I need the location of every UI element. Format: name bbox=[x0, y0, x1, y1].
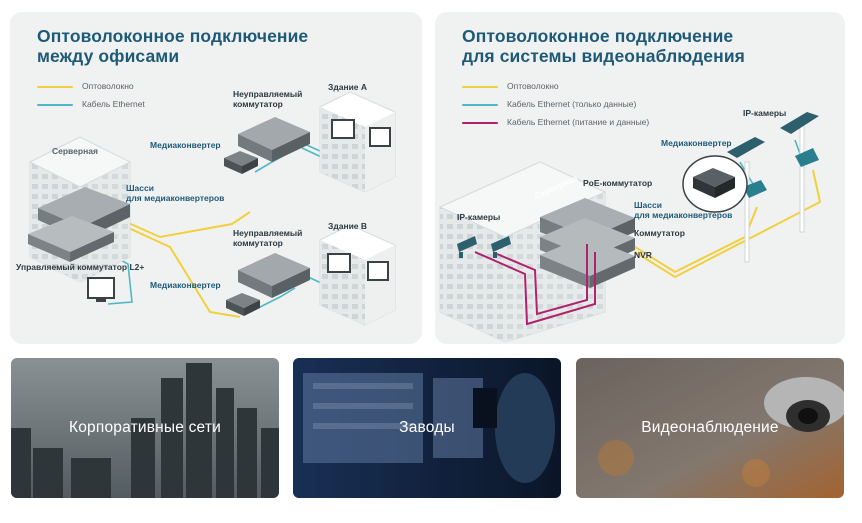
office-title-line1: Оптоволоконное подключение bbox=[37, 26, 309, 46]
fiber-cable-a bbox=[114, 211, 251, 239]
legend-line-fiber bbox=[462, 86, 498, 88]
legend-line-poe bbox=[462, 122, 498, 124]
ip-camera-left-2 bbox=[491, 236, 511, 258]
poe-cable-1 bbox=[474, 251, 596, 326]
managed-switch-device bbox=[28, 216, 114, 262]
legend-line-fiber bbox=[37, 86, 73, 88]
legend-label: Кабель Ethernet (только данные) bbox=[507, 99, 637, 109]
label-line: для медиаконвертеров bbox=[126, 193, 225, 203]
server-room-label: Серверная bbox=[52, 146, 98, 156]
card-video-surveillance[interactable]: Видеонаблюдение bbox=[576, 358, 844, 498]
media-converter-a bbox=[224, 151, 258, 174]
poe-switch-label: PoE-коммутатор bbox=[583, 178, 653, 188]
legend-line-ethernet bbox=[37, 104, 73, 106]
label-line: коммутатор bbox=[233, 238, 283, 248]
ip-camera-left-1 bbox=[457, 236, 477, 258]
fiber-cable-b bbox=[119, 223, 241, 318]
card-corporate-networks[interactable]: Корпоративные сети bbox=[11, 358, 279, 498]
poe-cable-2 bbox=[496, 244, 588, 316]
unmanaged-switch-a bbox=[238, 117, 310, 162]
device-stack bbox=[540, 198, 635, 288]
ip-cameras-right-label: IP-камеры bbox=[743, 108, 787, 118]
office-panel-title: Оптоволоконное подключение между офисами bbox=[37, 26, 308, 66]
label-line: для медиаконвертеров bbox=[634, 210, 733, 220]
legend-label: Оптоволокно bbox=[82, 81, 134, 91]
ethernet-cable-b1 bbox=[257, 287, 296, 309]
building-b-label: Здание B bbox=[328, 221, 368, 231]
label-line: коммутатор bbox=[233, 99, 283, 109]
city-skyline-image bbox=[11, 358, 279, 498]
card-label: Видеонаблюдение bbox=[641, 419, 779, 436]
fiber-cable-pole1 bbox=[634, 206, 758, 274]
cctv-network-diagram bbox=[438, 112, 822, 343]
unmanaged-switch-a-label: Неуправляемый коммутатор bbox=[233, 89, 302, 109]
legend-line-ethernet bbox=[462, 104, 498, 106]
unmanaged-switch-b-label: Неуправляемый коммутатор bbox=[233, 228, 302, 248]
chassis-label: Шасси для медиаконвертеров bbox=[634, 200, 732, 220]
media-converter-label: Медиаконвертер bbox=[661, 138, 732, 148]
building-a bbox=[319, 91, 396, 193]
label-line: Шасси bbox=[126, 183, 154, 193]
poe-cables bbox=[474, 244, 596, 326]
building-a-label: Здание A bbox=[328, 82, 368, 92]
label-line: Неуправляемый bbox=[233, 228, 303, 238]
managed-switch-label: Управляемый коммутатор L2+ bbox=[16, 262, 145, 272]
cctv-title-line2: для системы видеонаблюдения bbox=[462, 46, 745, 66]
office-title-line2: между офисами bbox=[37, 46, 180, 66]
legend-label: Кабель Ethernet (питание и данные) bbox=[507, 117, 650, 127]
monitor-device-managed bbox=[87, 277, 115, 302]
card-factories[interactable]: Заводы bbox=[293, 358, 561, 498]
media-converter-b-label: Медиаконвертер bbox=[150, 280, 221, 290]
chassis-label: Шасси для медиаконвертеров bbox=[126, 183, 224, 203]
legend-label: Кабель Ethernet bbox=[82, 99, 145, 109]
cctv-title-line1: Оптоволоконное подключение bbox=[462, 26, 734, 46]
ip-cameras-left-label: IP-камеры bbox=[457, 212, 501, 222]
dome-camera-image bbox=[576, 358, 844, 498]
factory-image bbox=[293, 358, 561, 498]
label-line: Шасси bbox=[634, 200, 662, 210]
media-converter-b bbox=[226, 293, 260, 316]
office-fiber-panel: Оптоволоконное подключение между офисами… bbox=[10, 12, 422, 344]
office-network-diagram bbox=[28, 91, 396, 326]
legend-label: Оптоволокно bbox=[507, 81, 559, 91]
media-converter-bubble bbox=[682, 155, 748, 213]
fiber-cables bbox=[114, 211, 251, 318]
camera-pole-2 bbox=[780, 112, 819, 233]
label-line: Неуправляемый bbox=[233, 89, 303, 99]
cctv-panel-title: Оптоволоконное подключение для системы в… bbox=[462, 26, 745, 66]
media-converter-a-label: Медиаконвертер bbox=[150, 140, 221, 150]
unmanaged-switch-b bbox=[238, 253, 310, 298]
card-label: Корпоративные сети bbox=[68, 419, 221, 436]
card-label: Заводы bbox=[399, 419, 455, 436]
cctv-fiber-panel: Оптоволоконное подключение для системы в… bbox=[435, 12, 845, 344]
switch-label: Коммутатор bbox=[634, 228, 685, 238]
building-b bbox=[319, 224, 396, 326]
nvr-label: NVR bbox=[634, 250, 652, 260]
camera-pole-1 bbox=[727, 137, 767, 263]
